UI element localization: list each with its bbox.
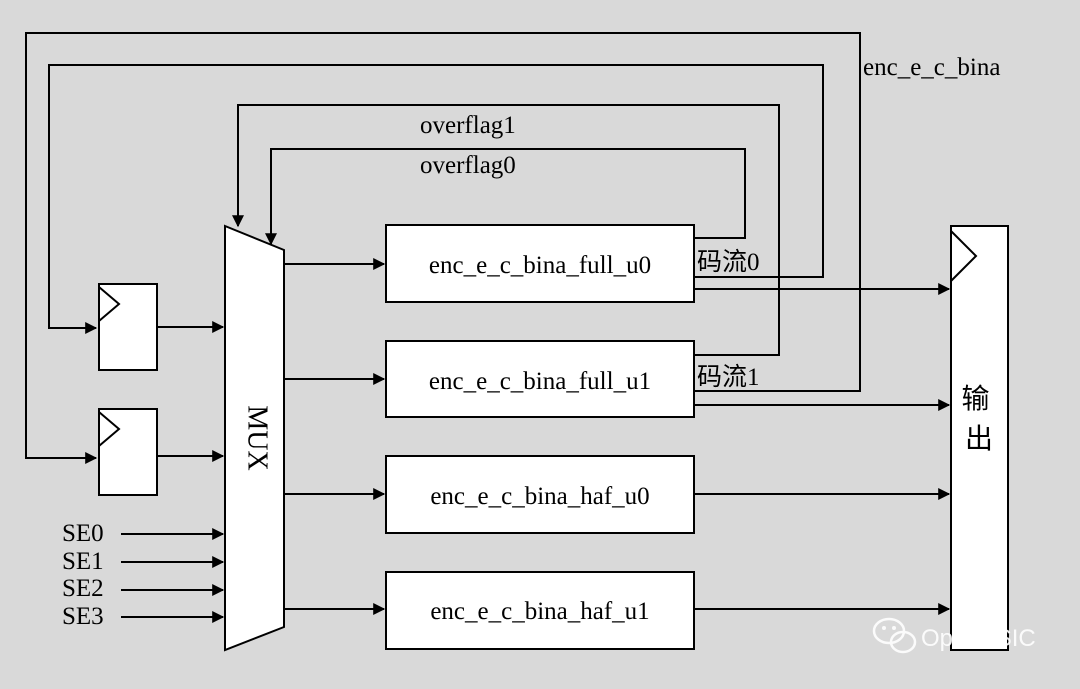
wire-enc-bina-inner — [48, 64, 824, 334]
module-label: enc_e_c_bina_full_u1 — [429, 368, 651, 395]
select-label-se2: SE2 — [62, 575, 104, 602]
module-label: enc_e_c_bina_full_u0 — [429, 252, 651, 279]
register-1 — [98, 408, 158, 496]
select-label-se1: SE1 — [62, 548, 104, 575]
mux-label: MUX — [242, 405, 273, 470]
label-overflag1: overflag1 — [420, 112, 516, 139]
watermark: OpenASIC — [872, 617, 1036, 654]
module-full-u0: enc_e_c_bina_full_u0 — [385, 224, 695, 303]
flip-flop-icon — [98, 411, 121, 447]
wire-enc-bina-outer — [25, 32, 861, 464]
module-label: enc_e_c_bina_haf_u0 — [430, 483, 649, 510]
output-label: 输 出 — [961, 383, 996, 455]
wechat-icon — [872, 617, 917, 654]
select-label-se3: SE3 — [62, 603, 104, 630]
feedback-wires — [25, 32, 861, 464]
wire-overflag1 — [232, 104, 780, 356]
module-haf-u1: enc_e_c_bina_haf_u1 — [385, 571, 695, 650]
register-to-mux-wires — [157, 321, 225, 462]
label-stream1: 码流1 — [697, 363, 760, 391]
label-enc-e-c-bina: enc_e_c_bina — [863, 54, 1000, 81]
flip-flop-icon — [98, 286, 121, 322]
label-overflag0: overflag0 — [420, 152, 516, 179]
select-inputs: SE0 SE1 SE2 SE3 — [62, 520, 225, 630]
module-to-output-wires — [694, 283, 951, 615]
module-haf-u0: enc_e_c_bina_haf_u0 — [385, 455, 695, 534]
wire-overflag0 — [265, 148, 746, 246]
mux-to-module-wires — [284, 258, 386, 615]
select-label-se0: SE0 — [62, 520, 104, 547]
register-0 — [98, 283, 158, 371]
flip-flop-icon — [950, 230, 978, 282]
watermark-text: OpenASIC — [921, 625, 1036, 652]
mux-block: MUX — [224, 224, 285, 652]
module-label: enc_e_c_bina_haf_u1 — [430, 598, 649, 625]
label-stream0: 码流0 — [697, 248, 760, 276]
output-block: 输 出 — [950, 225, 1009, 651]
module-full-u1: enc_e_c_bina_full_u1 — [385, 340, 695, 418]
